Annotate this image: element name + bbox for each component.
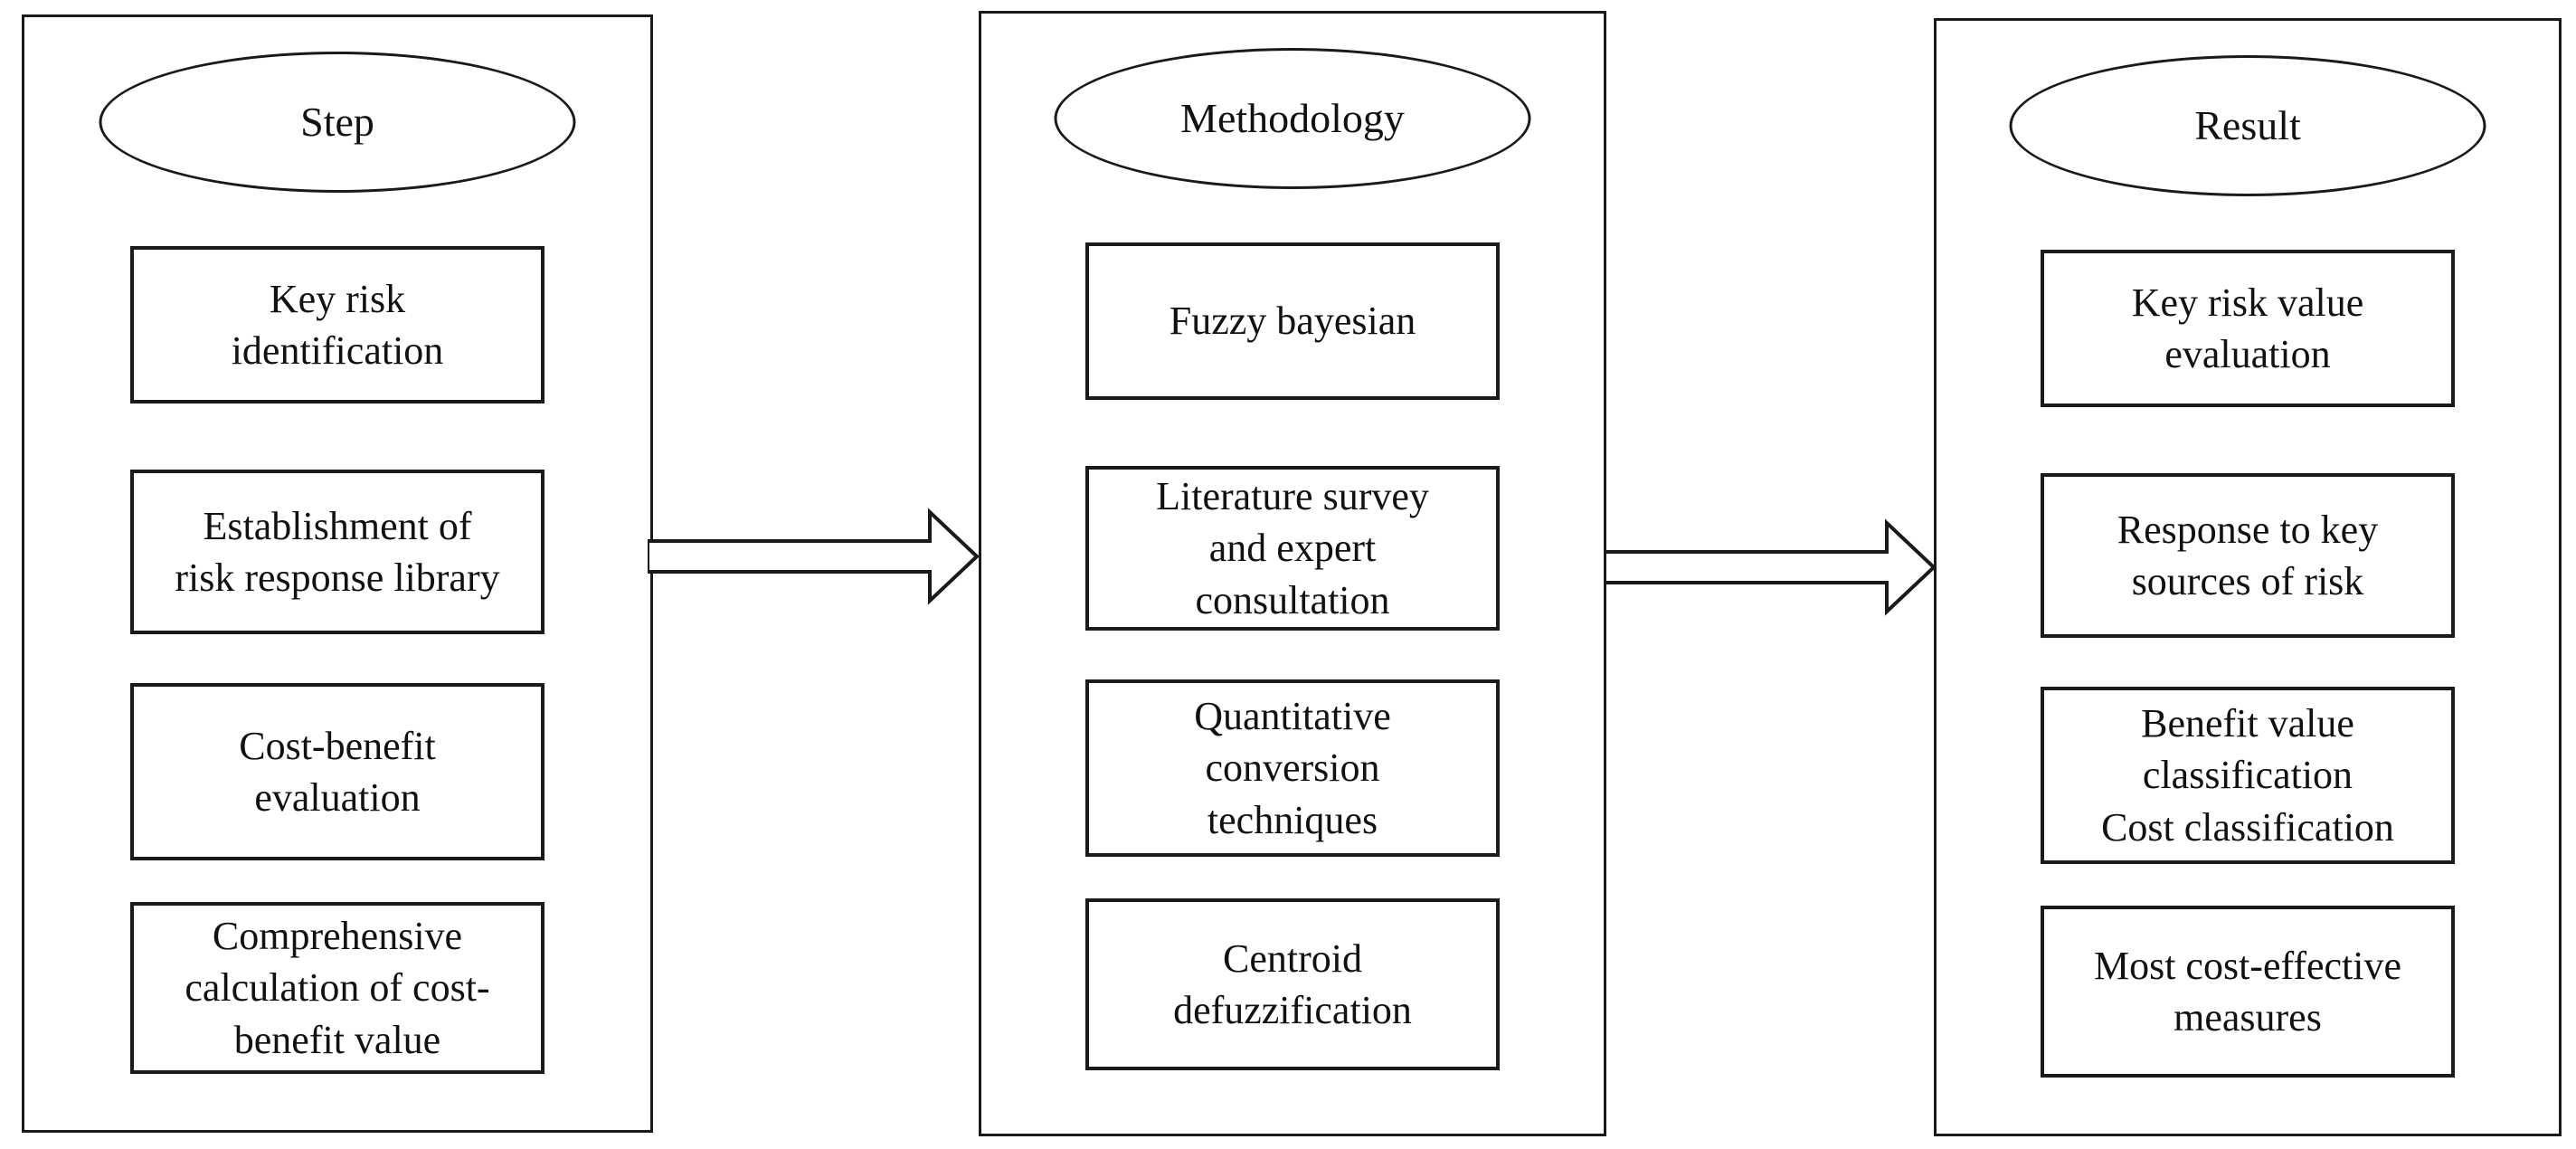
box-label: Centroid defuzzification (1173, 935, 1412, 1032)
box-comprehensive-calculation-of-cost-benefit-value: Comprehensive calculation of cost- benef… (130, 902, 545, 1074)
step-header-label: Step (300, 99, 374, 146)
block-arrow-right-icon (648, 508, 980, 605)
box-label: Cost-benefit evaluation (239, 723, 436, 820)
result-column: Result Key risk value evaluation Respons… (1934, 18, 2562, 1136)
box-key-risk-identification: Key risk identification (130, 246, 545, 404)
box-cost-benefit-evaluation: Cost-benefit evaluation (130, 683, 545, 860)
box-label: Fuzzy bayesian (1169, 299, 1416, 344)
box-label: Benefit value classification Cost classi… (2101, 701, 2394, 850)
box-key-risk-value-evaluation: Key risk value evaluation (2041, 250, 2455, 407)
methodology-column: Methodology Fuzzy bayesian Literature su… (979, 11, 1606, 1136)
box-label: Establishment of risk response library (175, 503, 500, 600)
box-fuzzy-bayesian: Fuzzy bayesian (1085, 242, 1500, 400)
step-header-ellipse: Step (99, 52, 576, 193)
box-label: Comprehensive calculation of cost- benef… (185, 914, 490, 1062)
box-label: Literature survey and expert consultatio… (1156, 474, 1429, 622)
box-label: Key risk value evaluation (2131, 280, 2364, 376)
result-header-label: Result (2194, 102, 2301, 149)
methodology-header-label: Methodology (1180, 95, 1405, 142)
box-benefit-value-classification-cost-classification: Benefit value classification Cost classi… (2041, 687, 2455, 864)
box-quantitative-conversion-techniques: Quantitative conversion techniques (1085, 679, 1500, 857)
box-label: Response to key sources of risk (2117, 507, 2379, 603)
box-literature-survey-and-expert-consultation: Literature survey and expert consultatio… (1085, 466, 1500, 631)
box-most-cost-effective-measures: Most cost-effective measures (2041, 906, 2455, 1078)
box-label: Quantitative conversion techniques (1194, 694, 1391, 842)
box-label: Most cost-effective measures (2093, 943, 2402, 1040)
block-arrow-right-icon (1605, 518, 1937, 616)
box-establishment-of-risk-response-library: Establishment of risk response library (130, 470, 545, 634)
step-column: Step Key risk identification Establishme… (22, 14, 653, 1133)
box-response-to-key-sources-of-risk: Response to key sources of risk (2041, 473, 2455, 638)
box-centroid-defuzzification: Centroid defuzzification (1085, 898, 1500, 1070)
box-label: Key risk identification (231, 276, 444, 373)
methodology-header-ellipse: Methodology (1054, 48, 1531, 189)
result-header-ellipse: Result (2009, 55, 2486, 196)
